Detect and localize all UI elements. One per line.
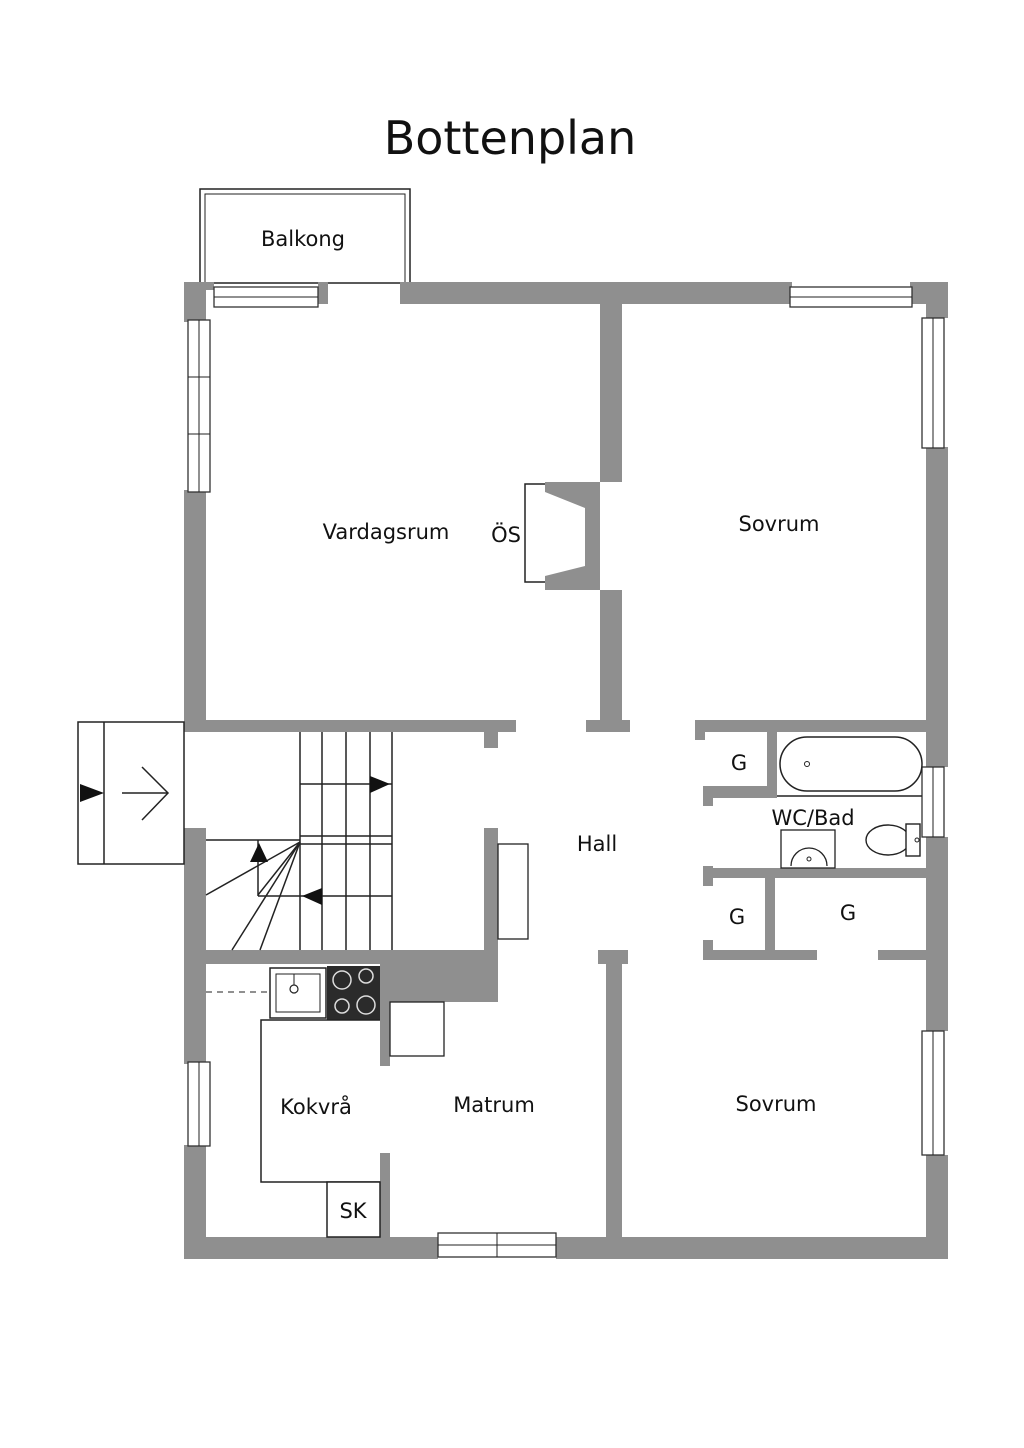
balcony (199, 188, 411, 284)
stair-arrow-left-icon (302, 888, 322, 905)
fridge (389, 1001, 445, 1057)
bathtub-icon (779, 736, 923, 792)
room-label-g1: G (731, 751, 747, 775)
room-label-sovrum-top: Sovrum (738, 512, 819, 536)
room-label-os: ÖS (491, 522, 521, 547)
fireplace (524, 483, 545, 583)
bathroom-fixtures (777, 736, 923, 869)
plan-title: Bottenplan (384, 111, 637, 165)
room-label-sk: SK (339, 1199, 367, 1223)
stair-arrow-up-icon (250, 843, 268, 862)
entrance-steps (77, 721, 185, 865)
room-label-matrum: Matrum (453, 1093, 535, 1117)
room-label-wc-bad: WC/Bad (771, 806, 854, 830)
room-labels: Balkong Vardagsrum ÖS Sovrum Hall G WC/B… (261, 227, 856, 1223)
cleaning-closet (326, 1181, 381, 1238)
entrance-arrow-icon (80, 784, 104, 802)
hall-wardrobe (497, 843, 529, 940)
toilet-icon (865, 823, 921, 857)
staircase (205, 732, 393, 951)
sink-icon (269, 967, 327, 1019)
room-label-g2: G (729, 905, 745, 929)
room-label-hall: Hall (577, 832, 617, 856)
kitchen-fixtures (206, 966, 445, 1238)
windows (187, 286, 945, 1258)
room-label-kokvra: Kokvrå (280, 1094, 352, 1119)
room-label-balkong: Balkong (261, 227, 345, 251)
exterior-walls (184, 282, 948, 1259)
interior-walls (206, 304, 926, 1237)
room-label-g3: G (840, 901, 856, 925)
room-label-sovrum-bottom: Sovrum (735, 1092, 816, 1116)
stair-arrow-right-icon (370, 776, 390, 793)
room-label-vardagsrum: Vardagsrum (323, 520, 450, 544)
